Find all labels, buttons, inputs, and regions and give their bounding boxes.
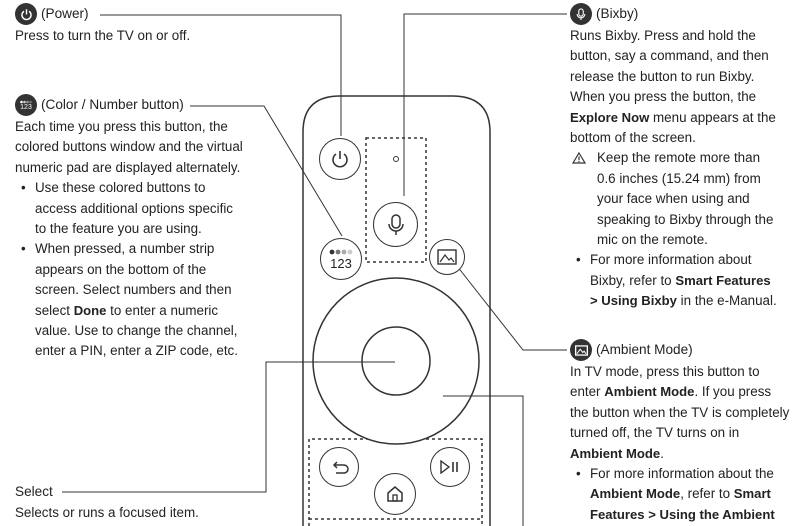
- mic-icon: [570, 3, 592, 25]
- ambient-bullets: For more information about the Ambient M…: [570, 464, 792, 525]
- color-number-icon: 123: [15, 94, 37, 116]
- bixby-title: (Bixby): [596, 5, 639, 21]
- power-icon: [15, 3, 37, 25]
- power-description: Press to turn the TV on or off.: [15, 28, 191, 43]
- home-button[interactable]: [374, 473, 416, 515]
- directional-ring: [312, 277, 480, 445]
- color-bullet-1: Use these colored buttons to access addi…: [15, 178, 247, 239]
- home-icon: [387, 486, 403, 502]
- color-bullet-2: When pressed, a number strip appears on …: [15, 239, 247, 361]
- mic-hole: [393, 156, 399, 162]
- color-description: Each time you press this button, the col…: [15, 119, 243, 175]
- ambient-bullet-1: For more information about the Ambient M…: [570, 464, 792, 525]
- ambient-section: (Ambient Mode) In TV mode, press this bu…: [570, 339, 792, 525]
- select-section: Select Selects or runs a focused item.: [15, 482, 265, 524]
- play-pause-button[interactable]: [430, 447, 470, 487]
- power-title: (Power): [41, 5, 89, 21]
- play-pause-icon: [440, 460, 458, 474]
- select-title: Select: [15, 484, 53, 499]
- color-number-button[interactable]: 123: [320, 238, 362, 280]
- ambient-icon: [437, 249, 457, 265]
- color-bullets: Use these colored buttons to access addi…: [15, 178, 247, 362]
- power-section: (Power) Press to turn the TV on or off.: [15, 3, 285, 46]
- power-icon: [332, 151, 348, 168]
- bixby-bullets: For more information about Bixby, refer …: [570, 250, 780, 311]
- warning-icon: [572, 152, 586, 165]
- back-icon: [332, 461, 349, 474]
- power-button[interactable]: [319, 138, 361, 180]
- select-description: Selects or runs a focused item.: [15, 505, 199, 521]
- bixby-button[interactable]: [373, 202, 418, 247]
- bixby-warning: Keep the remote more than 0.6 inches (15…: [570, 148, 780, 250]
- bixby-section: (Bixby) Runs Bixby. Press and hold the b…: [570, 3, 780, 312]
- color-title: (Color / Number button): [41, 96, 184, 112]
- back-button[interactable]: [319, 447, 359, 487]
- ambient-button[interactable]: [429, 239, 465, 275]
- bixby-bullet-1: For more information about Bixby, refer …: [570, 250, 780, 311]
- bixby-description: Runs Bixby. Press and hold the button, s…: [570, 28, 776, 146]
- bixby-leader: [403, 13, 567, 196]
- ambient-description: In TV mode, press this button to enter A…: [570, 364, 790, 461]
- select-button-shape: [361, 326, 431, 396]
- mic-icon: [387, 213, 404, 235]
- color-number-icon: [329, 249, 353, 254]
- number-label: 123: [330, 255, 352, 271]
- ambient-title: (Ambient Mode): [596, 341, 693, 357]
- color-section: 123 (Color / Number button) Each time yo…: [15, 94, 247, 362]
- ambient-leader: [456, 265, 567, 351]
- ambient-icon: [570, 339, 592, 361]
